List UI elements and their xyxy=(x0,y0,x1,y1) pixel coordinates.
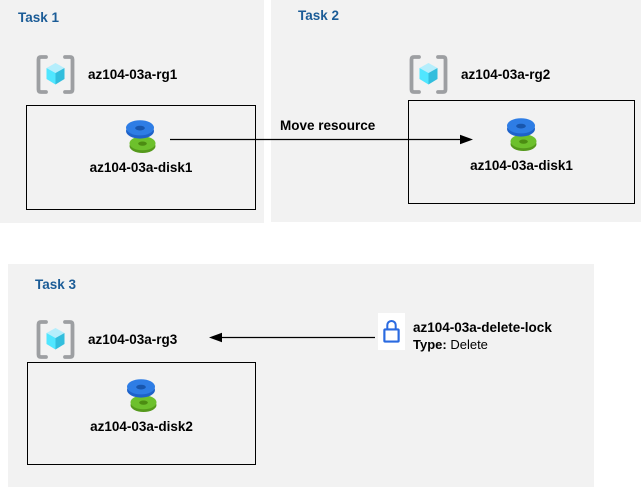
task3-panel: Task 3 az104-03a-rg3 xyxy=(8,264,594,487)
task2-title: Task 2 xyxy=(298,8,340,23)
lock-text: az104-03a-delete-lock Type: Delete xyxy=(413,313,552,353)
resource-group-icon xyxy=(36,320,75,359)
task2-resource-box: az104-03a-disk1 xyxy=(408,100,635,204)
task3-disk-label: az104-03a-disk2 xyxy=(90,419,193,434)
lock-icon-frame xyxy=(378,313,405,350)
lock-type-label: Type: xyxy=(413,337,447,352)
task1-resource-group: az104-03a-rg1 xyxy=(33,53,177,96)
lock-type-value: Delete xyxy=(446,337,488,352)
delete-lock-group: az104-03a-delete-lock Type: Delete xyxy=(378,313,552,353)
task3-rg-label: az104-03a-rg3 xyxy=(88,332,178,347)
resource-group-icon xyxy=(409,55,448,94)
disk-icon xyxy=(126,120,156,153)
task3-resource-box: az104-03a-disk2 xyxy=(27,362,256,465)
lock-name: az104-03a-delete-lock xyxy=(413,320,552,335)
resource-group-icon xyxy=(36,55,75,94)
lock-type: Type: Delete xyxy=(413,336,552,353)
task1-disk-label: az104-03a-disk1 xyxy=(89,160,193,175)
task2-panel: Task 2 az104-03a-rg2 xyxy=(271,0,641,222)
lock-icon xyxy=(383,319,400,343)
task2-disk-label: az104-03a-disk1 xyxy=(470,158,573,173)
task2-resource-group: az104-03a-rg2 xyxy=(406,53,550,96)
task1-resource-box: az104-03a-disk1 xyxy=(26,105,256,210)
task1-panel: Task 1 az104-03a-rg1 xyxy=(0,0,264,223)
task2-rg-label: az104-03a-rg2 xyxy=(461,67,551,82)
disk-icon xyxy=(126,379,156,412)
disk-icon xyxy=(506,118,536,151)
task1-rg-label: az104-03a-rg1 xyxy=(88,67,178,82)
task3-resource-group: az104-03a-rg3 xyxy=(33,318,177,361)
task3-title: Task 3 xyxy=(35,277,77,292)
task1-title: Task 1 xyxy=(18,10,60,25)
move-resource-label: Move resource xyxy=(280,118,376,133)
